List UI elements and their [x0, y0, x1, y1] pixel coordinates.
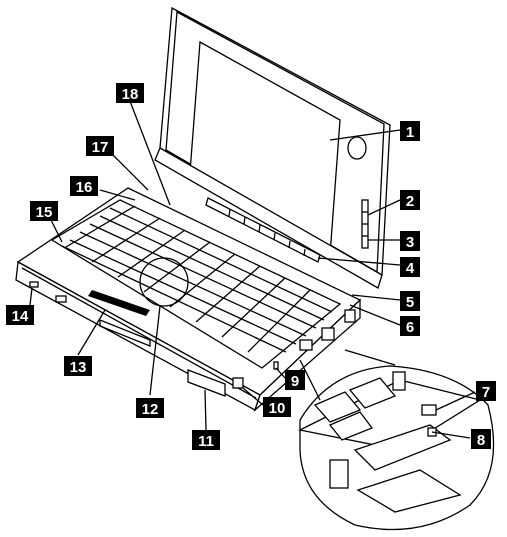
- callout-9: 9: [285, 370, 305, 390]
- svg-text:5: 5: [406, 294, 414, 311]
- svg-text:14: 14: [12, 308, 29, 325]
- callout-2: 2: [400, 190, 420, 210]
- svg-text:9: 9: [291, 373, 299, 390]
- svg-text:7: 7: [482, 384, 490, 401]
- front-port-left: [29, 281, 39, 288]
- detail-key: [392, 371, 406, 391]
- callout-6: 6: [400, 316, 420, 336]
- detail-port-7: [421, 404, 437, 416]
- callout-12: 12: [136, 398, 164, 418]
- callout-5: 5: [400, 291, 420, 311]
- callout-16: 16: [70, 176, 98, 196]
- small-switch-9: [273, 361, 279, 370]
- side-port-a: [299, 339, 313, 351]
- callout-17: 17: [86, 136, 114, 156]
- svg-text:3: 3: [406, 234, 414, 251]
- svg-text:13: 13: [70, 359, 87, 376]
- lid-round-button: [347, 136, 367, 160]
- side-port-c: [344, 309, 356, 323]
- leader-lines: [29, 95, 476, 439]
- callout-8: 8: [471, 429, 491, 449]
- callout-4: 4: [400, 257, 420, 277]
- svg-text:18: 18: [122, 86, 139, 103]
- trackpoint-highlight: [139, 257, 189, 307]
- callout-10: 10: [263, 397, 291, 417]
- svg-text:17: 17: [92, 139, 109, 156]
- svg-text:4: 4: [406, 260, 415, 277]
- keyboard: [50, 199, 342, 369]
- front-slot: [187, 369, 226, 397]
- side-port-b: [321, 327, 335, 341]
- speaker-grille: [88, 290, 150, 316]
- svg-text:15: 15: [36, 204, 53, 221]
- svg-text:1: 1: [406, 124, 414, 141]
- svg-text:10: 10: [269, 400, 286, 417]
- svg-text:11: 11: [198, 433, 214, 450]
- callout-15: 15: [30, 201, 58, 221]
- svg-text:2: 2: [406, 193, 414, 210]
- callout-11: 11: [192, 430, 220, 450]
- callout-14: 14: [6, 305, 34, 325]
- svg-text:16: 16: [76, 179, 93, 196]
- status-indicator-bar: [205, 197, 321, 263]
- callout-7: 7: [476, 381, 496, 401]
- front-port-small: [55, 295, 67, 303]
- display-lid: [154, 6, 391, 289]
- front-details: [29, 281, 356, 397]
- callout-3: 3: [400, 231, 420, 251]
- svg-text:12: 12: [142, 401, 159, 418]
- callout-13: 13: [64, 356, 92, 376]
- svg-text:8: 8: [477, 432, 485, 449]
- callout-18: 18: [116, 83, 144, 103]
- detail-zoom: [298, 349, 495, 531]
- latch-10: [232, 377, 244, 389]
- callout-1: 1: [400, 121, 420, 141]
- svg-text:6: 6: [406, 319, 414, 336]
